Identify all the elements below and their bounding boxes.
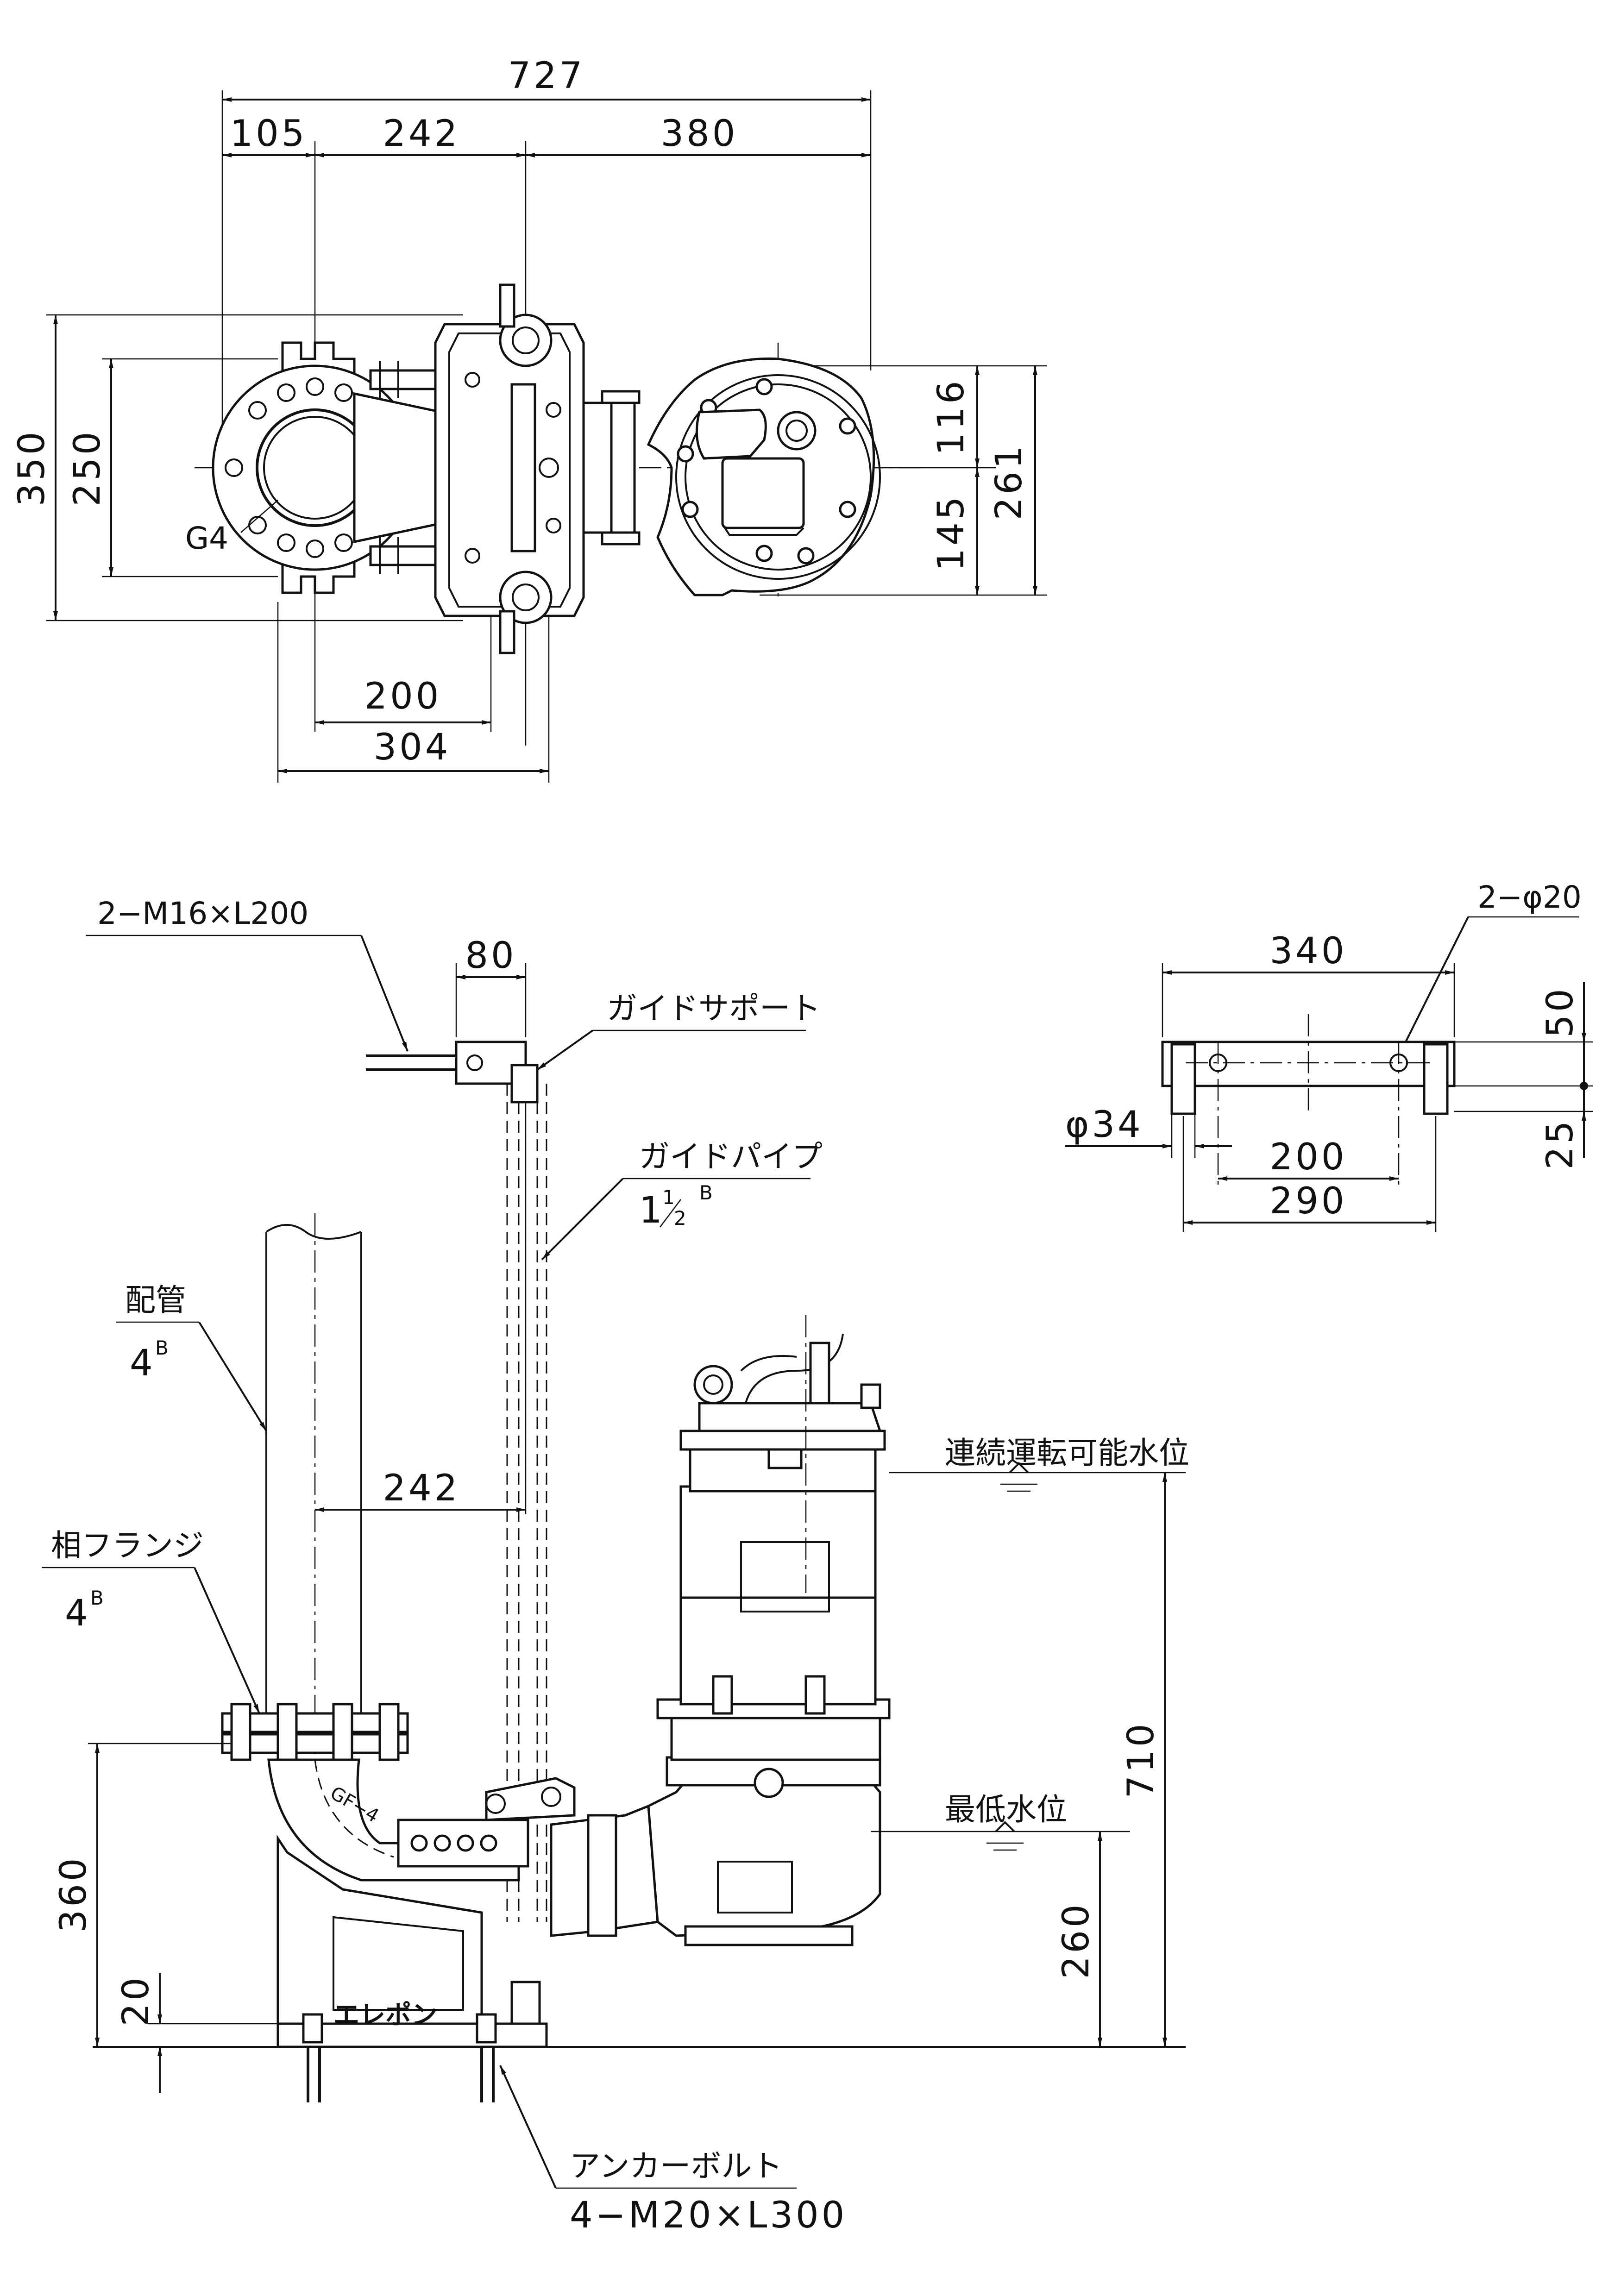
dim-304: 304: [374, 727, 451, 768]
dim-80: 80: [465, 935, 516, 977]
dim-phi34: φ34: [1065, 1104, 1143, 1146]
flange-label-g4: G4: [185, 521, 228, 556]
dim-360: 360: [53, 1856, 94, 1933]
dim-242-side: 242: [383, 1468, 460, 1509]
dim-116: 116: [930, 378, 972, 456]
piping-size-sup: B: [155, 1336, 169, 1359]
dim-727: 727: [508, 55, 585, 97]
duck-foot-bend: [353, 283, 641, 654]
companion-size-sup: B: [90, 1587, 104, 1609]
dim-145: 145: [930, 494, 972, 571]
dim-290: 290: [1270, 1180, 1347, 1222]
base-view: 340 2−φ20 50 25 φ34 200: [1065, 879, 1593, 1232]
dim-50: 50: [1539, 986, 1581, 1037]
dim-260: 260: [1056, 1902, 1097, 1979]
companion-size: 4: [65, 1593, 91, 1634]
dim-200-base: 200: [1270, 1136, 1347, 1178]
guide-pipe-label: ガイドパイプ: [639, 1139, 823, 1174]
dim-105: 105: [230, 113, 308, 155]
side-view: 2−M16×L200 80 ガイドサポート ガイドパイプ 1 1 2 B 配管: [42, 896, 1189, 2236]
pump-top: [647, 358, 881, 596]
guide-pipe-frac-den: 2: [674, 1207, 686, 1230]
guide-pipe-sup: B: [699, 1181, 713, 1204]
dim-380: 380: [661, 113, 738, 155]
holes-label: 2−φ20: [1477, 879, 1582, 915]
dim-25: 25: [1539, 1118, 1581, 1169]
top-view: 727 105 242 380 350 250 116 145 261: [11, 55, 1047, 783]
piping-label: 配管: [125, 1282, 186, 1318]
dim-242-top: 242: [383, 113, 460, 155]
piping-size: 4: [130, 1342, 156, 1384]
dim-340: 340: [1270, 930, 1347, 972]
continuous-level-label: 連続運転可能水位: [945, 1435, 1189, 1471]
dim-200-top: 200: [364, 676, 442, 717]
guide-pipe-size: 1: [639, 1190, 665, 1231]
bolt-label: 2−M16×L200: [97, 896, 308, 931]
dim-350: 350: [11, 429, 53, 507]
guide-pipe-frac-num: 1: [662, 1186, 675, 1209]
dim-261: 261: [988, 443, 1030, 521]
companion-flange-label: 相フランジ: [51, 1528, 204, 1563]
min-level-label: 最低水位: [945, 1792, 1067, 1827]
brand-mark: エレポン: [333, 2000, 437, 2030]
anchor-spec: 4−M20×L300: [570, 2195, 847, 2236]
dim-710: 710: [1120, 1721, 1162, 1799]
guide-support-label: ガイドサポート: [607, 991, 821, 1026]
dim-250: 250: [67, 429, 108, 507]
anchor-bolt-label: アンカーボルト: [570, 2148, 782, 2184]
dim-20: 20: [115, 1975, 157, 2026]
